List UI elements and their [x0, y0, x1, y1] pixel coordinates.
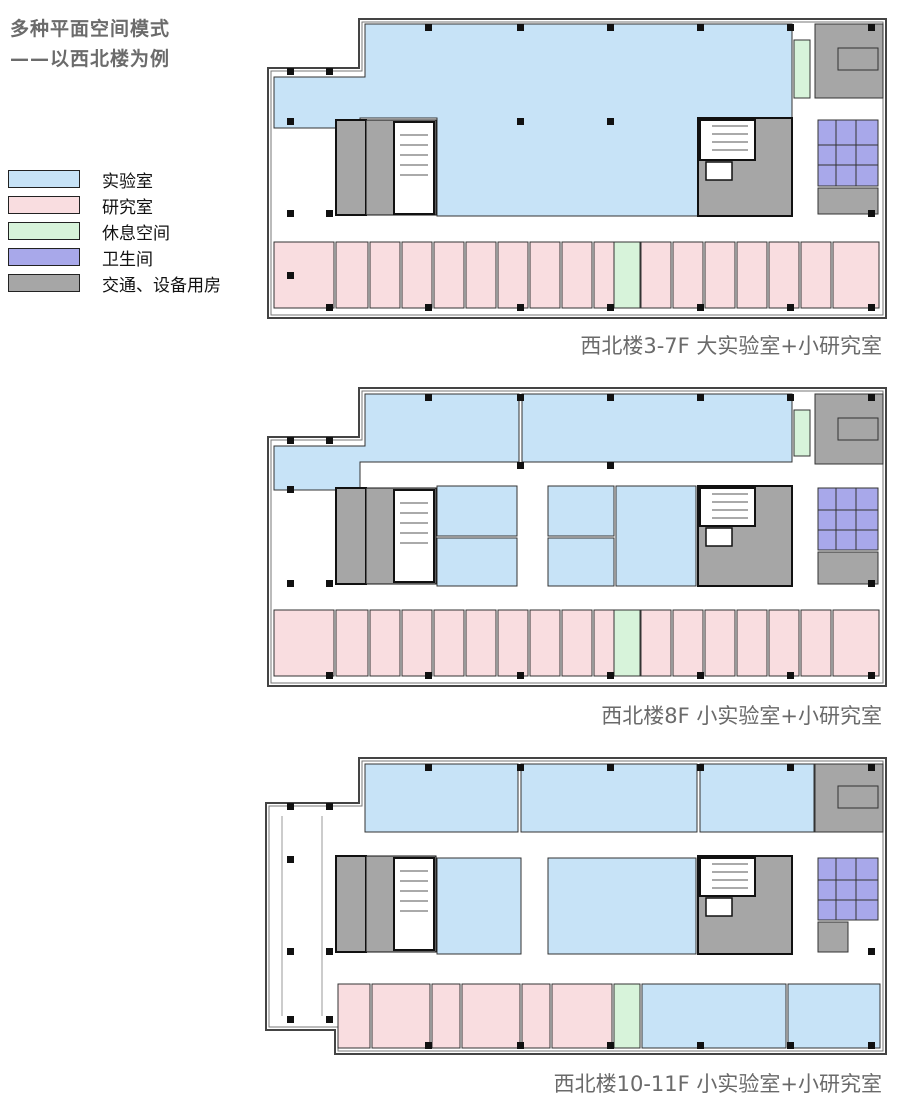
plan2-lab-top-right [521, 393, 793, 463]
plan2-study-rooms [335, 609, 880, 677]
plan2-lab-mid-2 [436, 537, 518, 587]
legend-swatch-rest [8, 222, 80, 240]
legend-label-study: 研究室 [102, 198, 153, 218]
plan1-toilet [817, 119, 879, 187]
plan3-service-topright [814, 763, 884, 833]
plan1-rest-space [613, 241, 641, 309]
legend-swatch-study [8, 196, 80, 214]
plan1-rest-strip [793, 39, 811, 99]
plan3-rest-space [613, 983, 641, 1049]
plan2-rest-space [613, 609, 641, 677]
plan2-service-topright [814, 393, 884, 465]
legend-label-toilet: 卫生间 [102, 250, 153, 270]
plan1-service-below-toilet [817, 187, 879, 215]
plan3-elevator-right [705, 897, 733, 917]
plan3-lab-top-2 [520, 763, 698, 833]
plan3-stair-left [393, 857, 435, 951]
legend-swatch-service [8, 274, 80, 292]
plan1-stair-left [393, 121, 435, 215]
plan2-lab-mid-4 [547, 537, 615, 587]
plan1-stair-right-steps [712, 125, 748, 151]
plan2-service-below-toilet [817, 551, 879, 585]
plan3-toilet [817, 857, 879, 921]
legend-swatch-lab [8, 170, 80, 188]
plan2-stair-left [393, 489, 435, 583]
plan1-stair-left-steps [400, 134, 428, 176]
plan1-caption: 西北楼3-7F 大实验室+小研究室 [580, 334, 882, 358]
legend-swatch-toilet [8, 248, 80, 266]
plan2-toilet-stalls [818, 488, 878, 550]
legend-label-rest: 休息空间 [102, 224, 170, 244]
legend-label-lab: 实验室 [102, 172, 153, 192]
plan1-elevators-left [335, 119, 367, 216]
plan2-toilet [817, 487, 879, 551]
plan3-stair-right-steps [712, 863, 748, 889]
plan3-corridor-lines [281, 816, 323, 1016]
plan1-stair-right [699, 119, 756, 161]
plan3-study-rooms [337, 983, 613, 1049]
plan1-columns [287, 24, 875, 311]
plan-8f [267, 387, 887, 687]
plan1-outline-inner [270, 21, 884, 316]
plan3-lab-mid-1 [436, 857, 522, 955]
figure-subtitle: ——以西北楼为例 [10, 48, 171, 70]
plan2-stair-left-steps [400, 502, 428, 544]
plan2-lab-mid-5 [615, 485, 697, 587]
plan1-toilet-stalls [818, 120, 878, 186]
plan2-equipment [837, 417, 879, 441]
plan2-lab-mid-3 [547, 485, 615, 537]
plan3-service-below-toilet [817, 921, 849, 953]
plan1-equipment [837, 47, 879, 71]
plan1-study-end [273, 241, 335, 309]
legend-label-service: 交通、设备用房 [102, 276, 221, 296]
plan2-rest-strip [793, 409, 811, 457]
plan-10-11f [265, 757, 887, 1055]
plan2-elevators-left [335, 487, 367, 585]
plan-3-7f [267, 18, 887, 319]
plan3-lab-bottom-1 [641, 983, 787, 1049]
plan2-columns [287, 394, 875, 679]
plan1-elevator-right [705, 161, 733, 181]
plan3-lab-bottom-2 [787, 983, 881, 1049]
plan3-caption: 西北楼10-11F 小实验室+小研究室 [553, 1072, 882, 1096]
figure-title: 多种平面空间模式 [10, 18, 171, 40]
plan1-study-rooms [335, 241, 880, 309]
plan1-service-topright [814, 23, 884, 99]
plan2-caption: 西北楼8F 小实验室+小研究室 [601, 704, 882, 728]
plan3-elevators-left [335, 855, 367, 953]
plan3-equipment [837, 785, 879, 809]
plan3-lab-mid-2 [547, 857, 697, 955]
plan2-outline-inner [270, 390, 884, 684]
plan3-lab-top-1 [364, 763, 519, 833]
plan2-study-end [273, 609, 335, 677]
plan3-stair-left-steps [400, 870, 428, 912]
plan3-toilet-stalls [818, 858, 878, 920]
plan2-elevator-right [705, 527, 733, 547]
plan2-stair-right-steps [712, 493, 748, 519]
plan3-lab-top-3 [699, 763, 815, 833]
plan2-lab-mid-1 [436, 485, 518, 537]
plan3-columns [287, 764, 875, 1049]
